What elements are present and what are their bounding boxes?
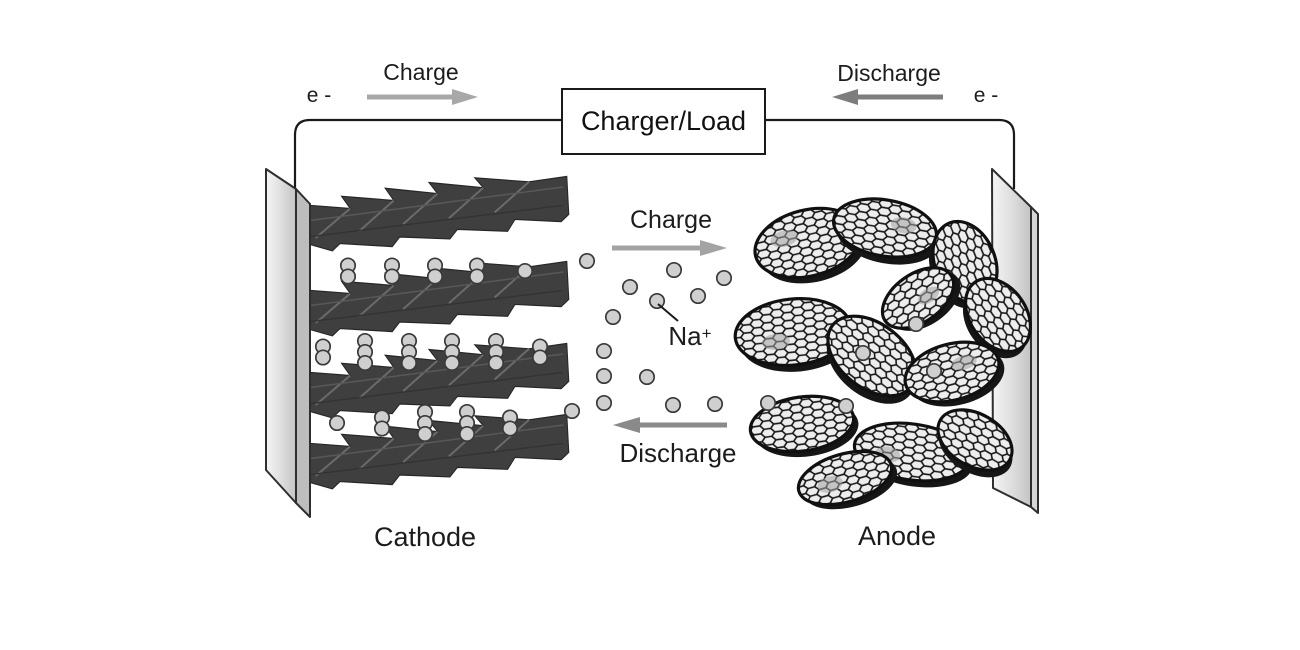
sodium-ion (595, 342, 613, 360)
sodium-ion (665, 261, 683, 279)
anode-flakes (733, 197, 1033, 510)
discharge-direction-arrow-top (832, 89, 943, 105)
sodium-ion (578, 252, 596, 270)
sodium-ion (689, 287, 707, 305)
sodium-ion (925, 362, 943, 380)
sodium-ion (501, 420, 519, 437)
charge-ion-arrow (612, 240, 727, 256)
cathode-label: Cathode (373, 522, 477, 552)
electron-label-right: e - (973, 84, 999, 107)
sodium-ion (383, 268, 401, 285)
cathode-layers (297, 171, 572, 492)
ion-symbol: Na (668, 321, 702, 351)
sodium-ion (621, 278, 639, 296)
sodium-ion (664, 396, 682, 414)
sodium-ion (907, 315, 925, 333)
sodium-ion (595, 394, 613, 412)
sodium-ion (837, 397, 855, 415)
cathode-intercalated-ions (314, 257, 549, 443)
charge-label-middle: Charge (630, 206, 712, 234)
sodium-ion (516, 262, 534, 280)
sodium-ion (854, 344, 872, 362)
discharge-ion-arrow (613, 417, 727, 433)
electron-label-left: e - (306, 84, 332, 107)
circuit-wires (293, 118, 1016, 191)
charger-load-box: Charger/Load (561, 88, 766, 155)
cathode-current-collector (265, 168, 311, 518)
sodium-ion (373, 420, 391, 437)
electrolyte-ions (563, 252, 733, 420)
sodium-ion (339, 268, 357, 285)
sodium-ion (487, 354, 505, 372)
sodium-ion (706, 395, 724, 413)
sodium-ion (356, 354, 374, 372)
ion-pointer-line (657, 303, 679, 322)
sodium-ion (715, 269, 733, 287)
charge-label-top: Charge (383, 59, 459, 85)
charger-load-label: Charger/Load (580, 106, 747, 136)
sodium-ion-label: Na+ (668, 322, 711, 351)
sodium-ion (328, 414, 346, 432)
discharge-label-middle: Discharge (619, 438, 737, 468)
sodium-ion (458, 425, 476, 443)
sodium-ion (648, 292, 666, 310)
anode-ions (759, 315, 943, 415)
sodium-ion (531, 349, 549, 366)
sodium-ion (468, 268, 486, 285)
sodium-ion (426, 268, 444, 285)
sodium-ion (443, 354, 461, 372)
anode-label: Anode (857, 521, 937, 551)
sodium-ion (759, 394, 777, 412)
sodium-ion (638, 368, 656, 386)
sodium-ion (416, 425, 434, 443)
ion-charge-sign: + (701, 324, 712, 343)
sodium-ion (604, 308, 622, 326)
sodium-ion (595, 367, 613, 385)
sodium-ion (400, 354, 418, 372)
charge-direction-arrow-top (367, 89, 478, 105)
discharge-label-top: Discharge (837, 60, 941, 86)
sodium-ion (314, 349, 332, 366)
sodium-ion (563, 402, 581, 420)
